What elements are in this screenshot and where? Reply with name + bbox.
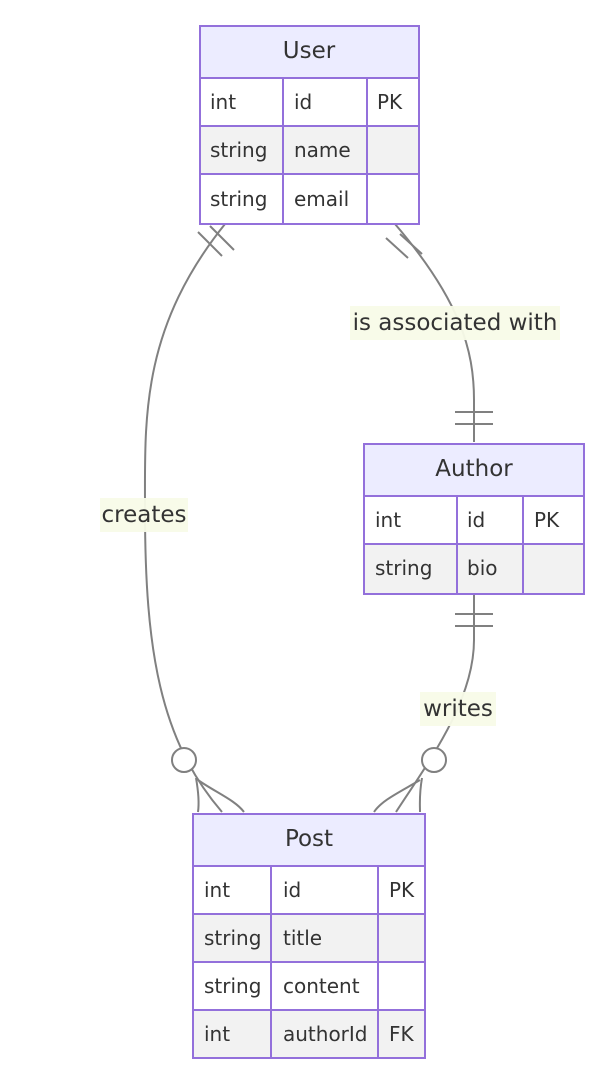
attr-name: title (283, 926, 322, 950)
attr-type: string (204, 974, 261, 998)
entity-title-post: Post (285, 826, 333, 852)
attr-name: id (283, 878, 301, 902)
attr-type: string (204, 926, 261, 950)
attr-name: bio (467, 556, 498, 580)
label-bg-writes (420, 692, 496, 726)
entity-title-author: Author (435, 456, 513, 482)
zero-marker-author-post (421, 747, 447, 773)
attr-key: PK (377, 90, 403, 114)
attr-name: authorId (283, 1022, 368, 1046)
one-marker-user-author-bottom (455, 411, 493, 425)
label-is-associated-with: is associated with (353, 310, 558, 336)
one-marker-user-post (197, 225, 235, 257)
attr-name: email (294, 187, 349, 211)
entity-user: User int id PK string name string email (199, 25, 420, 225)
attr-name: id (294, 90, 312, 114)
label-writes: writes (423, 696, 493, 722)
label-bg-creates (100, 498, 188, 532)
attr-name: id (467, 508, 485, 532)
many-marker-author-post (373, 777, 423, 813)
attr-key: PK (534, 508, 560, 532)
entity-title-user: User (283, 38, 336, 64)
label-creates: creates (102, 502, 187, 528)
many-marker-user-post (195, 777, 245, 813)
attr-type: string (375, 556, 432, 580)
attr-type: int (204, 1022, 230, 1046)
attr-key: FK (389, 1022, 415, 1046)
label-bg-is-associated-with (350, 306, 560, 340)
attr-type: string (210, 187, 267, 211)
attr-type: int (375, 508, 401, 532)
attr-key: PK (389, 878, 415, 902)
entity-post: Post int id PK string title string conte… (192, 813, 426, 1059)
zero-marker-user-post (171, 747, 197, 773)
attr-name: content (283, 974, 360, 998)
relationship-author-post: writes (373, 594, 496, 813)
one-marker-author-post (455, 613, 493, 627)
relationship-user-author: is associated with (350, 223, 560, 442)
entity-author: Author int id PK string bio (363, 443, 585, 595)
one-marker-user-author-top (385, 233, 423, 259)
attr-type: string (210, 138, 267, 162)
attr-name: name (294, 138, 351, 162)
relationship-user-post: creates (100, 223, 245, 813)
attr-type: int (204, 878, 230, 902)
attr-type: int (210, 90, 236, 114)
